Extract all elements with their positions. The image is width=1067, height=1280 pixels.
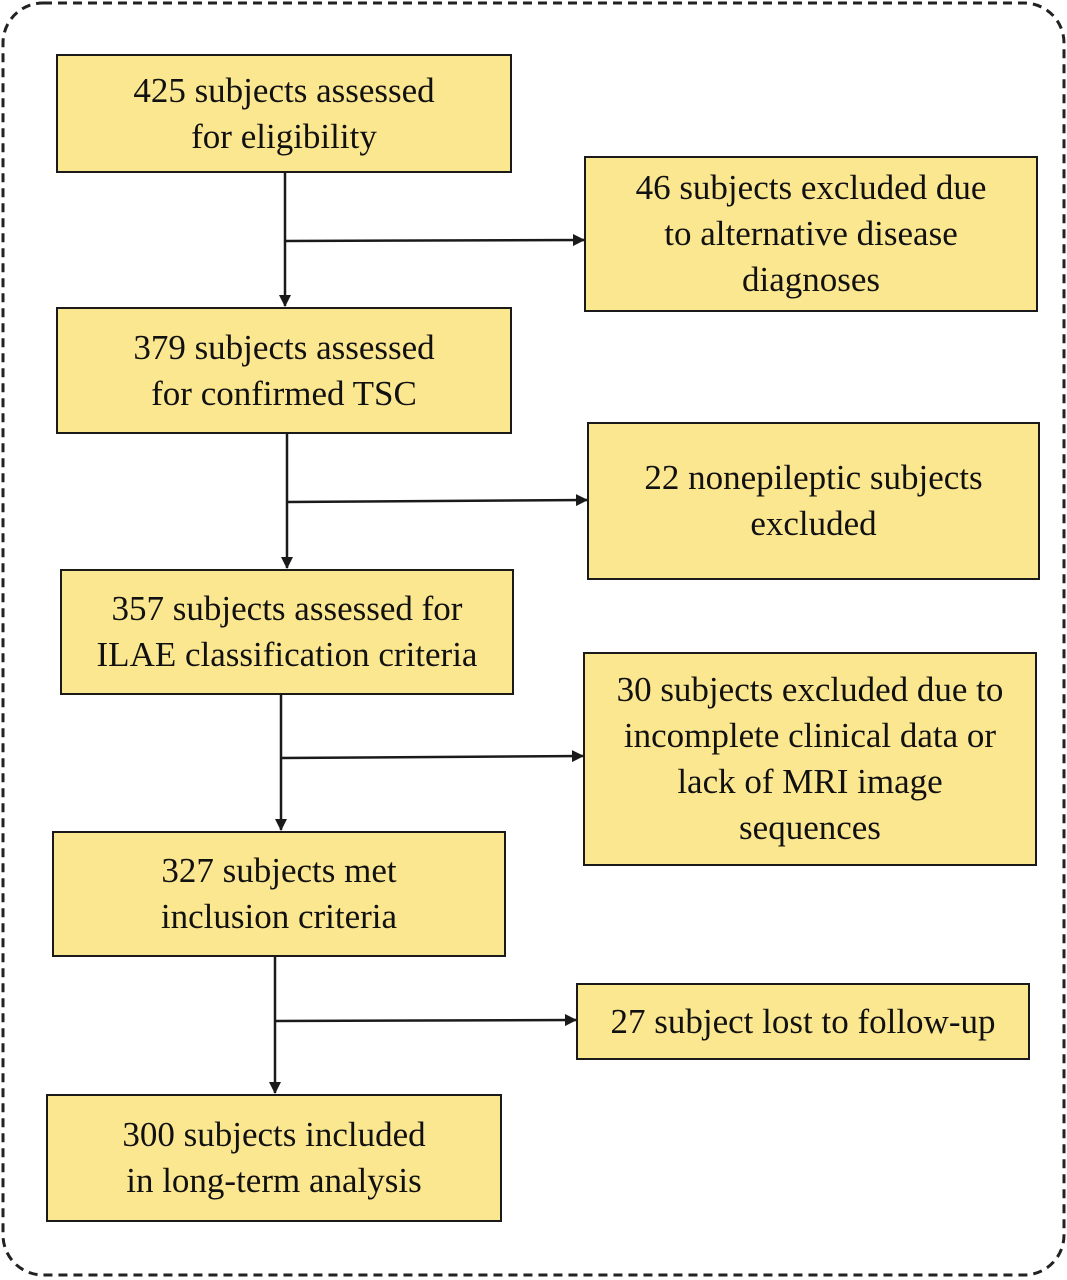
box-line: for confirmed TSC (151, 373, 417, 413)
step-box-confirmed-tsc: 379 subjects assessed for confirmed TSC (56, 307, 512, 434)
box-line: for eligibility (191, 116, 377, 156)
box-line: 30 subjects excluded due to (616, 670, 1004, 709)
box-line: 300 subjects included (122, 1115, 426, 1154)
step-box-inclusion-criteria: 327 subjects met inclusion criteria (52, 831, 506, 957)
box-line: 46 subjects excluded due (635, 168, 987, 207)
box-line: diagnoses (741, 260, 881, 299)
step-box-eligibility: 425 subjects assessed for eligibility (56, 54, 512, 173)
box-line: sequences (739, 808, 881, 847)
exclusion-box-nonepileptic: 22 nonepileptic subjects excluded (587, 422, 1040, 580)
arrow-to-exclusion-4 (274, 1014, 577, 1027)
box-line: 425 subjects assessed (133, 70, 435, 110)
box-line: 379 subjects assessed (133, 327, 435, 367)
box-line: lack of MRI image (677, 762, 943, 801)
exclusion-box-incomplete-data: 30 subjects excluded due to incomplete c… (583, 652, 1037, 866)
box-line: 327 subjects met (161, 851, 397, 890)
exclusion-box-lost-follow-up: 27 subject lost to follow-up (576, 983, 1030, 1060)
box-line: incomplete clinical data or (623, 716, 997, 755)
box-line: to alternative disease (664, 214, 958, 253)
box-line: ILAE classification criteria (96, 635, 478, 674)
arrow-to-exclusion-3 (280, 750, 584, 763)
step-box-ilae-criteria: 357 subjects assessed for ILAE classific… (60, 569, 514, 695)
box-line: inclusion criteria (160, 897, 398, 936)
box-line: 22 nonepileptic subjects (644, 458, 983, 497)
step-box-long-term-analysis: 300 subjects included in long-term analy… (46, 1094, 502, 1222)
box-line: in long-term analysis (126, 1161, 422, 1200)
arrow-to-exclusion-2 (286, 494, 588, 507)
box-line: excluded (750, 504, 877, 543)
exclusion-box-alternative-diagnoses: 46 subjects excluded due to alternative … (584, 156, 1038, 312)
box-line: 357 subjects assessed for (111, 589, 463, 628)
arrow-to-exclusion-1 (284, 234, 585, 247)
box-line: 27 subject lost to follow-up (610, 1001, 996, 1041)
